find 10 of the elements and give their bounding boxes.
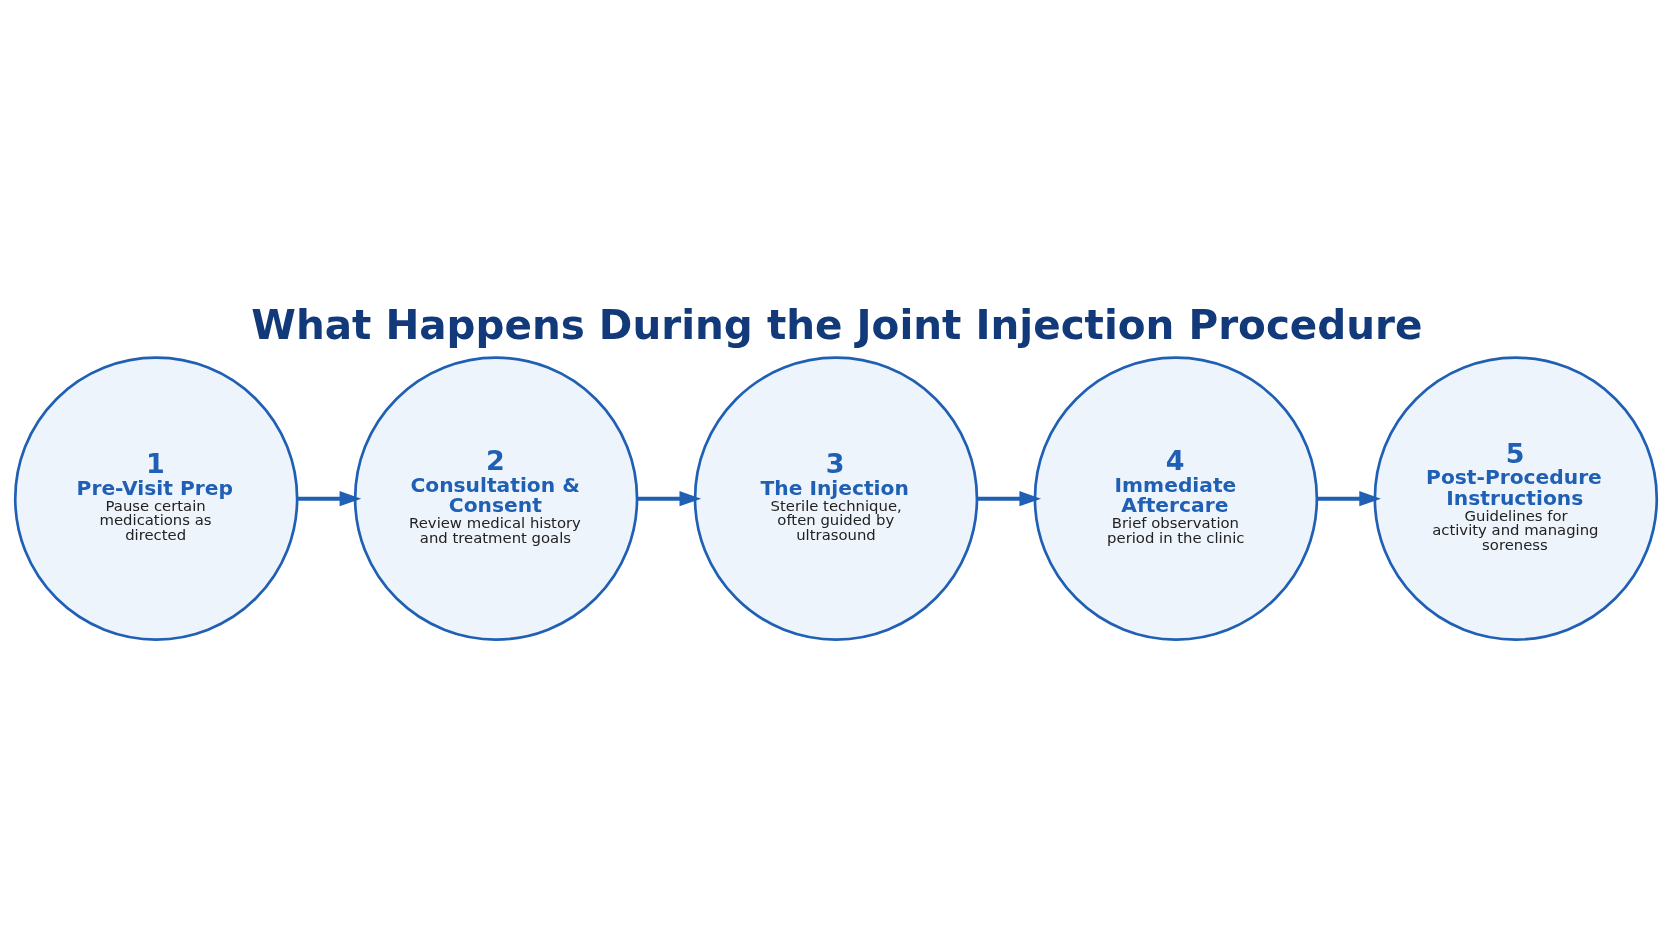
node-circle: 2 Consultation & Consent Review medical history and treatment goals — [353, 355, 639, 641]
diagram-title: What Happens During the Joint Injection Procedure — [251, 300, 1423, 349]
arrow — [1317, 490, 1381, 506]
node-circle: 1 Pre-Visit Prep Pause certain medications as directed — [13, 355, 299, 641]
arrow — [637, 490, 702, 506]
arrow — [297, 490, 362, 506]
arrow — [977, 490, 1042, 506]
node-circle: 5 Post-Procedure Instructions Guidelines for activity and managing soreness — [1373, 355, 1659, 641]
node-circle: 4 Immediate Aftercare Brief observation period in the clinic — [1033, 355, 1319, 641]
node-circle: 3 The Injection Sterile technique, often guided by ultrasound — [693, 355, 979, 641]
